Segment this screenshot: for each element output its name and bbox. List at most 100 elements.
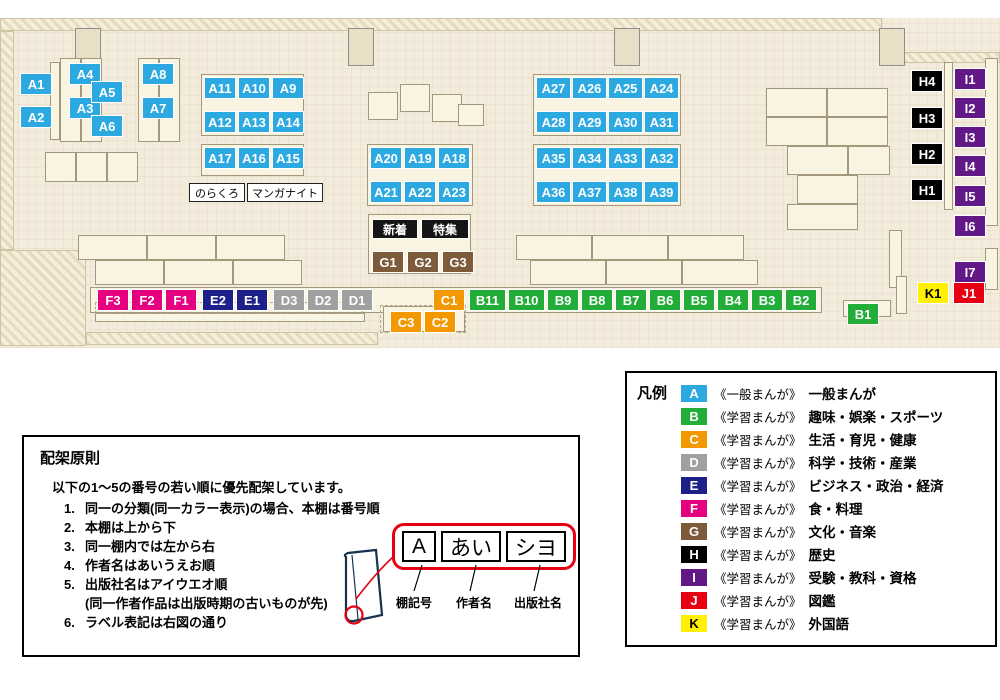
legend-category-label: 食・料理 xyxy=(808,502,863,517)
book-illustration-icon xyxy=(330,547,400,634)
shelf-label-A4: A4 xyxy=(69,63,101,85)
shelf-label-A18: A18 xyxy=(438,147,470,169)
shelf-block xyxy=(50,62,60,140)
shelf-label-A12: A12 xyxy=(204,111,236,133)
shelf-block xyxy=(216,235,285,260)
shelf-block xyxy=(944,62,953,210)
shelf-label-A6: A6 xyxy=(91,115,123,137)
principle-number: 5. xyxy=(64,577,75,592)
legend-row-J: J《学習まんが》図鑑 xyxy=(681,590,985,610)
legend-category-label: 受験・教科・資格 xyxy=(808,571,917,586)
shelf-block xyxy=(233,260,302,285)
legend-title: 凡例 xyxy=(637,385,668,402)
shelf-label-A36: A36 xyxy=(536,181,571,203)
shelf-block xyxy=(848,146,890,175)
principle-number: 3. xyxy=(64,539,75,554)
pillar xyxy=(614,28,640,66)
spine-label-caption-1: 棚記号 xyxy=(396,596,433,610)
shelf-label-F3: F3 xyxy=(97,289,129,311)
shelf-block xyxy=(530,260,606,285)
principle-subtext: (同一作者作品は出版時期の古いものが先) xyxy=(85,596,328,611)
principle-number: 4. xyxy=(64,558,75,573)
legend-swatch-E: E xyxy=(681,476,708,494)
shelf-block xyxy=(827,88,888,117)
legend-swatch-H: H xyxy=(681,545,708,563)
legend-category-label: ビジネス・政治・経済 xyxy=(808,479,944,494)
shelf-label-E2: E2 xyxy=(202,289,234,311)
legend-row-I: I《学習まんが》受験・教科・資格 xyxy=(681,567,985,587)
legend-category-label: 趣味・娯楽・スポーツ xyxy=(808,410,944,425)
spine-label-caption-3: 出版社名 xyxy=(514,596,563,610)
shelf-label-A5: A5 xyxy=(91,81,123,103)
legend-row-K: K《学習まんが》外国語 xyxy=(681,613,985,633)
shelf-label-H3: H3 xyxy=(911,107,943,129)
principle-text: 本棚は上から下 xyxy=(85,520,177,535)
shelf-label-A39: A39 xyxy=(644,181,679,203)
shelf-block xyxy=(368,92,398,120)
shelf-label-I5: I5 xyxy=(954,185,986,207)
shelf-label-I6: I6 xyxy=(954,215,986,237)
principles-intro: 以下の1〜5の番号の若い順に優先配架しています。 xyxy=(52,480,351,495)
shelf-block xyxy=(147,235,216,260)
shelf-label-I2: I2 xyxy=(954,97,986,119)
shelf-label-E1: E1 xyxy=(236,289,268,311)
legend-swatch-F: F xyxy=(681,499,708,517)
legend-row-C: C《学習まんが》生活・育児・健康 xyxy=(681,429,985,449)
shelf-block xyxy=(985,58,998,226)
shelf-label-B7: B7 xyxy=(615,289,647,311)
shelf-label-A16: A16 xyxy=(238,147,270,169)
legend-row-F: F《学習まんが》食・料理 xyxy=(681,498,985,518)
shelf-label-B4: B4 xyxy=(717,289,749,311)
legend-row-G: G《学習まんが》文化・音楽 xyxy=(681,521,985,541)
shelf-block xyxy=(432,94,462,122)
shelf-label-K1: K1 xyxy=(917,282,949,304)
legend-swatch-B: B xyxy=(681,407,708,425)
shelf-block xyxy=(766,88,827,117)
shelf-label-A8: A8 xyxy=(142,63,174,85)
principle-text: 作者名はあいうえお順 xyxy=(85,558,216,573)
legend-series: 《学習まんが》 xyxy=(714,410,802,425)
shelf-label-A30: A30 xyxy=(608,111,643,133)
shelf-label-A11: A11 xyxy=(204,77,236,99)
principle-text: ラベル表記は右図の通り xyxy=(85,615,229,630)
legend-swatch-C: C xyxy=(681,430,708,448)
shelf-block xyxy=(606,260,682,285)
shelf-label-I4: I4 xyxy=(954,155,986,177)
shelf-label-A37: A37 xyxy=(572,181,607,203)
spine-label-part-2: あい xyxy=(441,531,501,562)
shelf-label-A32: A32 xyxy=(644,147,679,169)
legend-category-label: 外国語 xyxy=(808,617,850,632)
legend-series: 《一般まんが》 xyxy=(714,387,802,402)
shelf-label-A9: A9 xyxy=(272,77,304,99)
principle-number: 2. xyxy=(64,520,75,535)
spine-label-part-3: シヨ xyxy=(506,531,566,562)
shelf-label-A27: A27 xyxy=(536,77,571,99)
shelf-label-B8: B8 xyxy=(581,289,613,311)
principle-text: 同一棚内では左から右 xyxy=(85,539,216,554)
aisle-guide xyxy=(380,305,466,333)
legend-swatch-J: J xyxy=(681,591,708,609)
shelf-block xyxy=(458,104,484,126)
principle-item-4: 4. 作者名はあいうえお順 xyxy=(64,556,380,575)
shelf-block xyxy=(797,175,858,204)
legend-category-label: 科学・技術・産業 xyxy=(808,456,917,471)
shelf-label-A13: A13 xyxy=(238,111,270,133)
shelf-label-G2: G2 xyxy=(407,251,439,273)
shelf-label-A1: A1 xyxy=(20,73,52,95)
shelf-label-A19: A19 xyxy=(404,147,436,169)
shelf-label-I3: I3 xyxy=(954,126,986,148)
shelf-label-F2: F2 xyxy=(131,289,163,311)
shelf-label-A2: A2 xyxy=(20,106,52,128)
legend-category-label: 生活・育児・健康 xyxy=(808,433,917,448)
shelf-label-A7: A7 xyxy=(142,97,174,119)
shelf-label-A33: A33 xyxy=(608,147,643,169)
shelf-label-F1: F1 xyxy=(165,289,197,311)
shelving-principles-panel: 配架原則 以下の1〜5の番号の若い順に優先配架しています。 1.同一の分類(同一… xyxy=(22,435,580,657)
shelf-label-D3: D3 xyxy=(273,289,305,311)
shelf-block xyxy=(787,146,848,175)
shelf-label-A20: A20 xyxy=(370,147,402,169)
shelf-label-C3: C3 xyxy=(390,311,422,333)
